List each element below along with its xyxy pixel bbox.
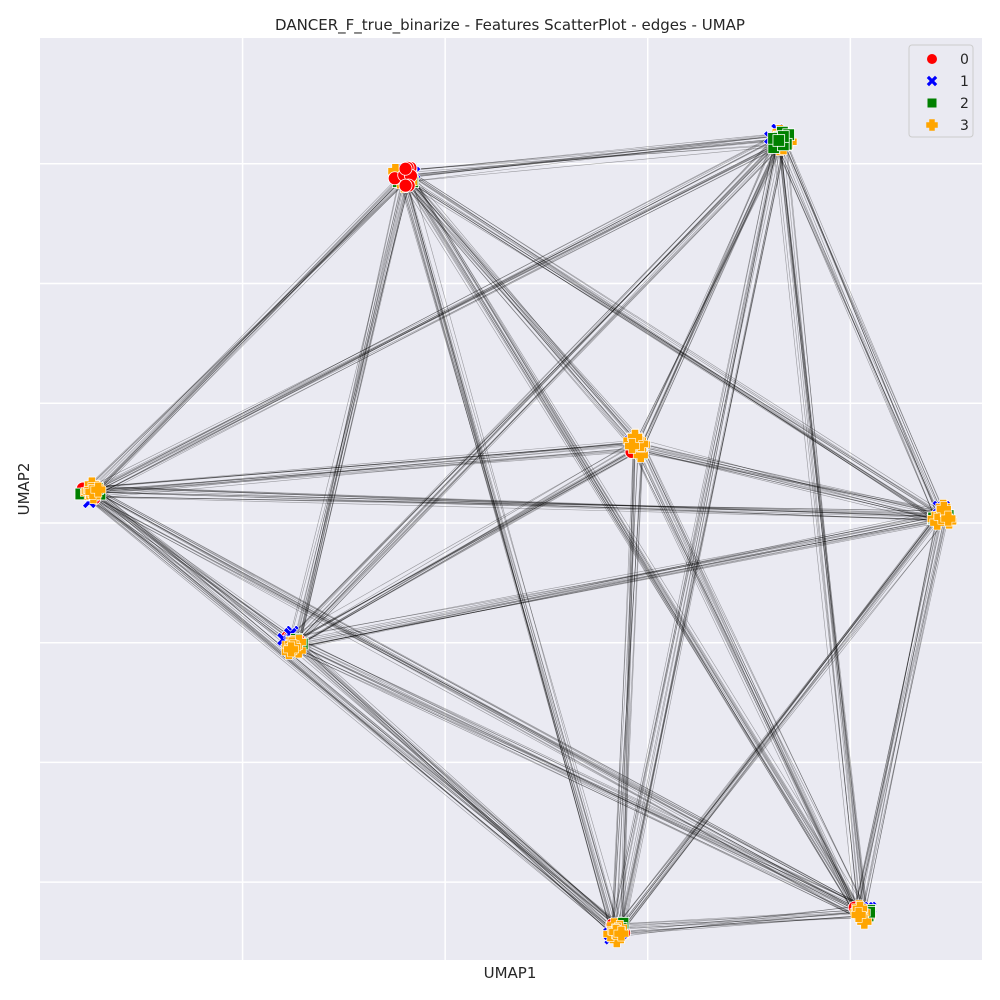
edge-bundle [610,138,787,932]
edge-bundle [635,438,944,524]
edge-bundle [88,486,864,919]
cluster-points [74,476,107,510]
cluster-points [763,122,798,156]
legend-marker [927,98,937,108]
cluster-points [276,624,309,660]
legend-label: 1 [960,74,969,90]
edge-bundle [86,487,297,649]
edge-bundle [87,133,783,500]
edge-bundle [616,905,861,938]
cluster-points [926,499,957,531]
y-axis-label: UMAP2 [15,463,33,516]
edge-bundle [853,515,949,914]
edge-bundle [90,439,639,499]
edge-bundle [288,135,785,647]
legend-label: 2 [960,96,969,112]
edge-bundle [397,173,624,933]
cluster-points [602,916,632,948]
edge-bundle [773,137,947,520]
edge-bundle [85,172,410,498]
edge-bundle [289,637,622,936]
legend: 0 1 2 3 [908,44,974,138]
edge-bundle [288,174,412,645]
cluster-points [622,428,651,463]
legend-marker [926,75,938,87]
edge-bundle [289,439,641,648]
edge-bundle [614,513,947,934]
legend-label: 0 [960,52,969,68]
edge-bundle [290,636,864,918]
legend-marker [926,119,938,131]
edge-bundle [634,137,786,449]
edge-bundle [90,485,942,522]
edges [85,133,949,938]
grid-lines [40,38,982,960]
points [74,122,957,948]
edge-bundle [399,172,866,916]
legend-marker [927,54,937,64]
edge-bundle [404,133,781,183]
edge-bundle [399,171,643,450]
edge-bundle [772,139,868,913]
cluster-points [847,899,878,930]
legend-box [908,44,974,138]
legend-label: 3 [960,118,969,134]
chart-title: DANCER_F_true_binarize - Features Scatte… [275,16,745,35]
edge-bundle [611,444,644,931]
cluster-points [387,160,422,193]
edge-bundle [86,487,622,935]
edge-bundle [631,442,867,916]
x-axis-label: UMAP1 [484,964,537,982]
edge-bundle [291,510,943,650]
edge-bundle [401,169,945,524]
plot-area [40,38,982,960]
